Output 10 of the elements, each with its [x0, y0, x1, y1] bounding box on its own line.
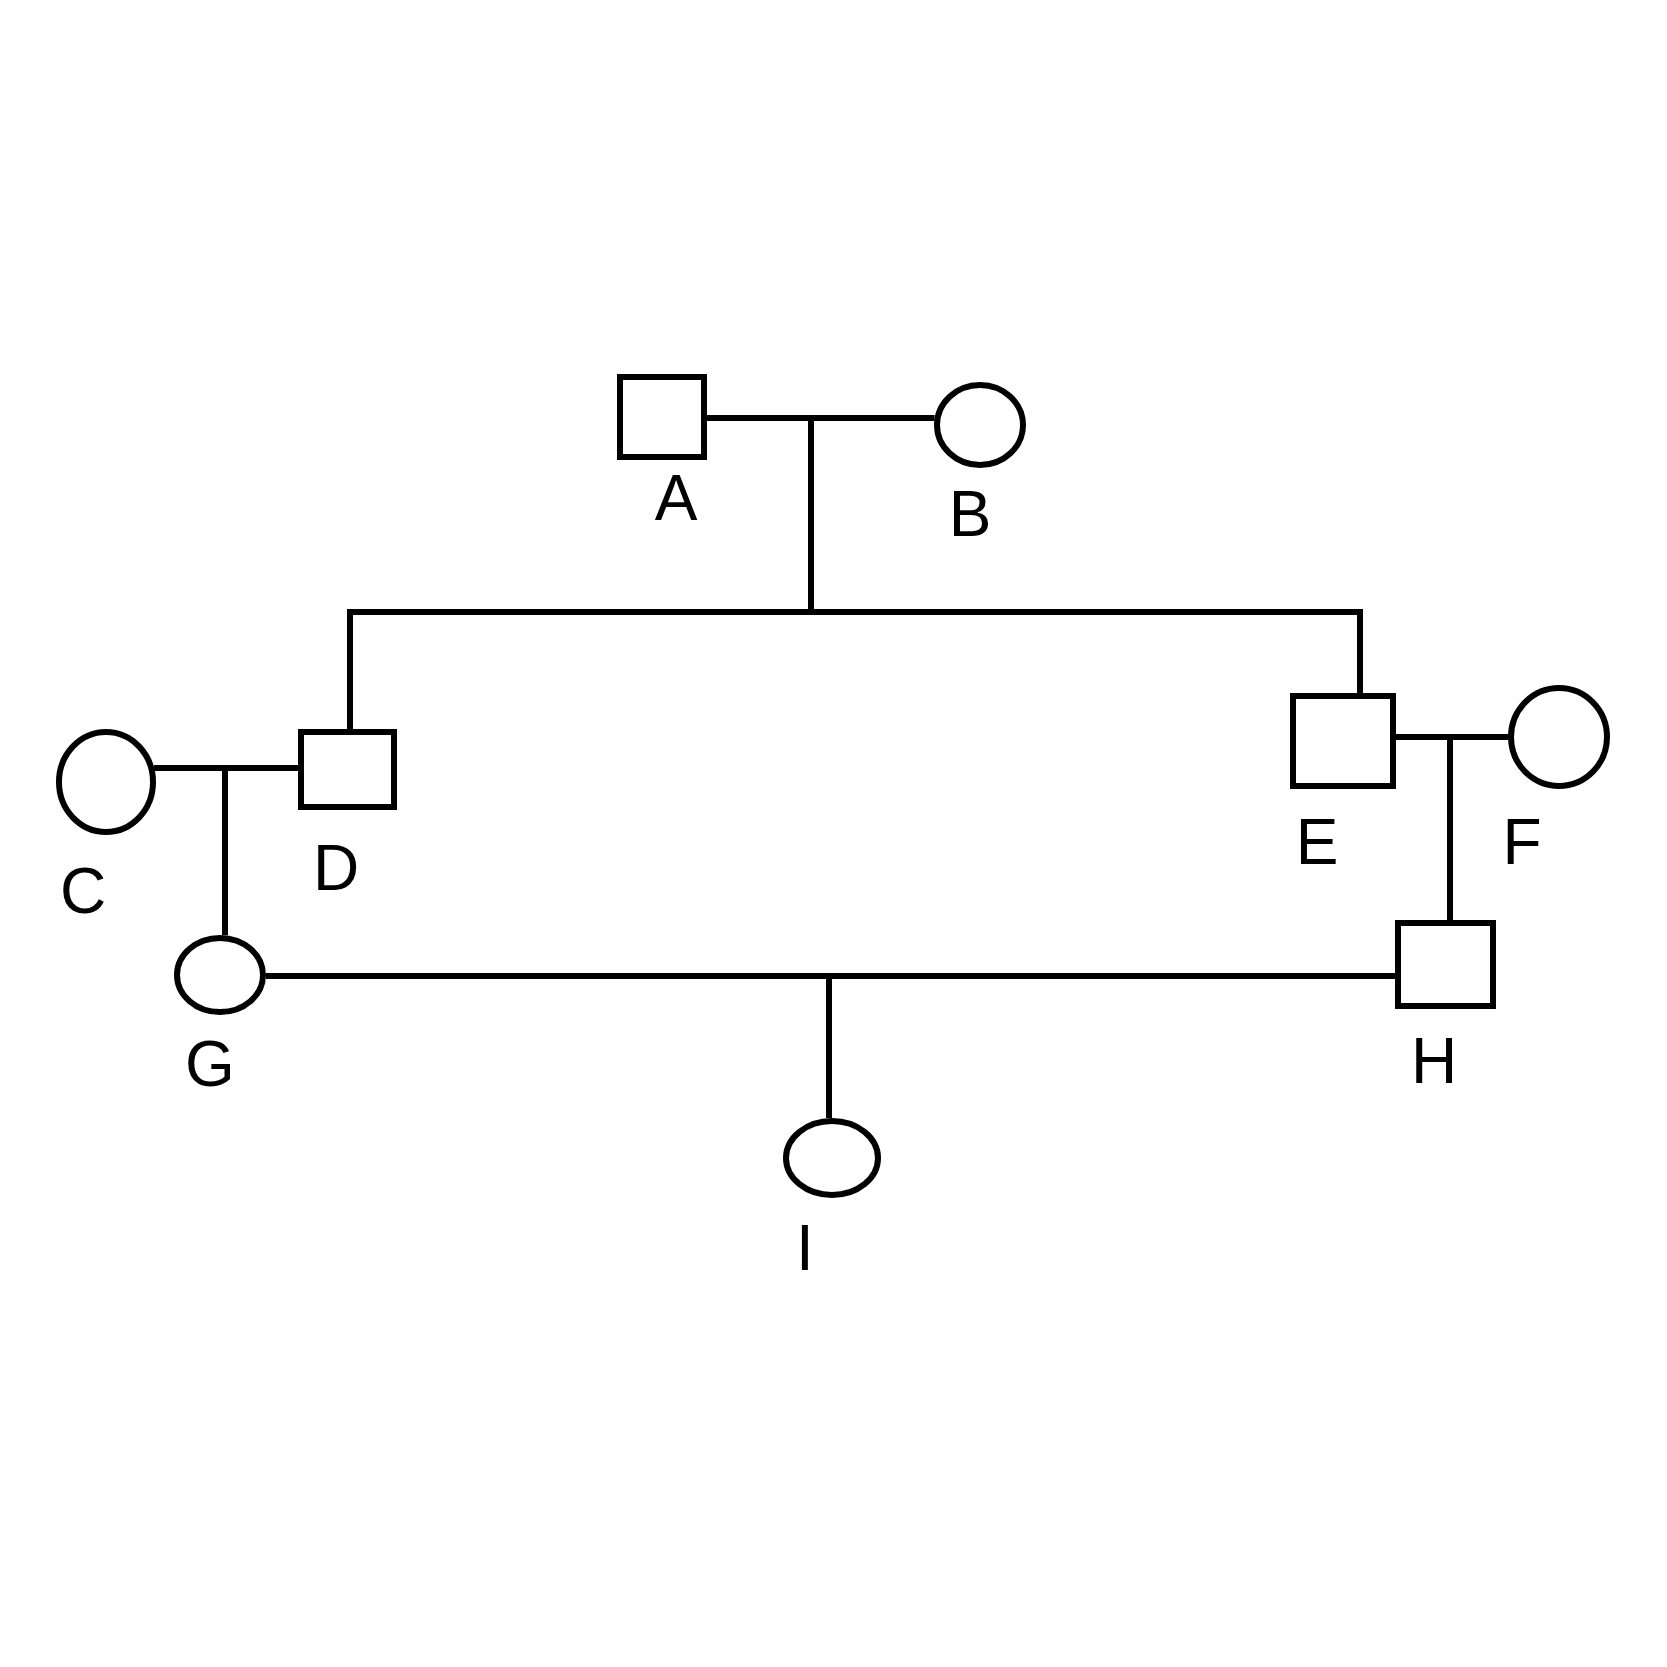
individual-label: G — [185, 1032, 235, 1096]
individual-label: A — [654, 466, 698, 530]
individual-label: E — [1295, 810, 1339, 874]
individual-label: H — [1410, 1029, 1458, 1093]
individual-label: B — [948, 482, 992, 546]
individual-label: D — [312, 836, 360, 900]
individual-label: F — [1502, 810, 1542, 874]
individual-label: I — [796, 1216, 814, 1280]
individual-label: C — [59, 859, 107, 923]
mating-line — [154, 765, 298, 771]
